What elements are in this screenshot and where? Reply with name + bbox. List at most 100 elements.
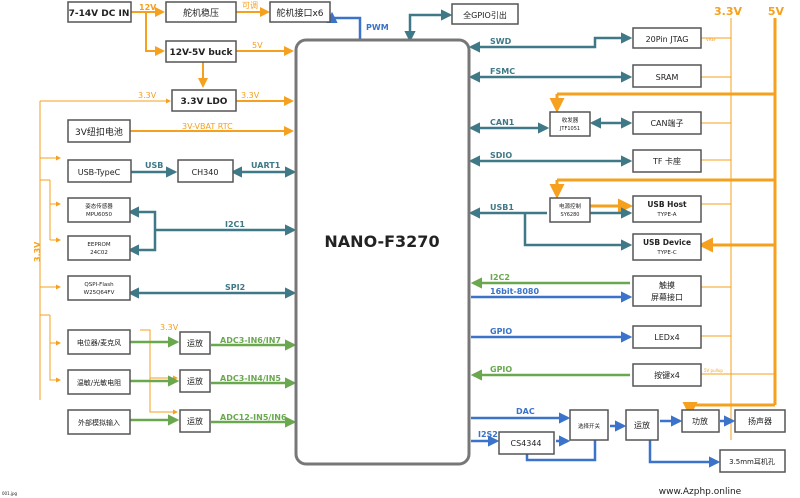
- power-blocks: 7-14V DC IN 舵机稳压 舵机接口x6 12V-5V buck 3.3V…: [67, 1, 331, 143]
- usb-label: USB: [145, 161, 163, 170]
- jack-label: 3.5mm耳机孔: [729, 457, 775, 466]
- left-peripherals: USB-TypeC USB CH340 UART1 姿态传感器 MPU6050 …: [33, 159, 287, 435]
- codec-box: [498, 431, 555, 455]
- led-box: [632, 325, 702, 349]
- teal-bus-wiring: [127, 9, 633, 299]
- jtag-label: 20Pin JTAG: [646, 35, 689, 44]
- opamp-2-box: [179, 369, 211, 393]
- label-12v: 12V: [139, 3, 157, 12]
- ext-box: [67, 409, 131, 435]
- version-note: 001.jpg: [2, 491, 18, 496]
- switch-label: 选择开关: [578, 422, 601, 430]
- gpio-all-box: [451, 3, 519, 25]
- eeprom-line2: 24C02: [90, 250, 108, 256]
- supply-33v-label: 3.3V: [714, 5, 742, 18]
- speaker-box: [734, 409, 786, 433]
- jtag-note: VREF: [706, 37, 717, 42]
- transceiver-line2: JTF1051: [559, 126, 580, 132]
- tf-label: TF 卡座: [652, 156, 681, 166]
- usb-typec-box: [67, 159, 132, 183]
- supply-5v-label: 5V: [768, 5, 785, 18]
- can-port-label: CAN端子: [650, 118, 683, 128]
- servo-reg-box: [165, 1, 237, 23]
- transceiver-line1: 收发器: [562, 116, 579, 124]
- speaker-label: 扬声器: [748, 416, 772, 426]
- usb-host-box: [632, 195, 702, 223]
- dc-in-box: [67, 1, 132, 23]
- opamp-3-label: 运放: [187, 416, 203, 426]
- power-amp-label: 功放: [692, 416, 708, 426]
- mcu-box: [294, 38, 471, 466]
- watermark: www.Azphp.online: [659, 487, 742, 497]
- opamp-3-box: [179, 409, 211, 433]
- opamp-33v-label: 3.3V: [160, 323, 179, 332]
- gpio-key-label: GPIO: [490, 365, 512, 374]
- can-port-box: [632, 111, 702, 135]
- label-33v-out: 3.3V: [241, 91, 260, 100]
- label-33v-in: 3.3V: [138, 91, 157, 100]
- usb-typec-label: USB-TypeC: [78, 168, 121, 177]
- label-5v: 5V: [252, 41, 263, 50]
- usb-device-line1: USB Device: [643, 238, 691, 247]
- servo-port-box: [269, 1, 331, 23]
- ldo-box: [171, 89, 237, 112]
- pot-box: [67, 329, 131, 355]
- sram-label: SRAM: [656, 73, 679, 82]
- tf-box: [632, 149, 702, 173]
- touch-line2: 屏幕接口: [651, 292, 683, 302]
- eeprom-line1: EEPROM: [87, 242, 110, 248]
- imu-box: [67, 197, 131, 223]
- flash-line1: QSPI-Flash: [84, 282, 114, 288]
- uart1-label: UART1: [251, 161, 281, 170]
- power-amp-box: [681, 409, 720, 433]
- usb1-label: USB1: [490, 203, 514, 212]
- label-adj: 可调: [242, 1, 258, 10]
- green-wiring: [130, 277, 630, 428]
- spi2-label: SPI2: [225, 283, 245, 292]
- servo-port-label: 舵机接口x6: [276, 7, 323, 19]
- servo-reg-label: 舵机稳压: [183, 7, 219, 19]
- right-peripherals: SWD 20Pin JTAG VREF FSMC SRAM CAN1 收发器 J…: [478, 27, 786, 473]
- dac-label: DAC: [516, 407, 535, 416]
- label-vbat: 3V-VBAT RTC: [182, 122, 233, 131]
- adc1-label: ADC3-IN6/IN7: [220, 336, 281, 345]
- ext-label: 外部模拟输入: [78, 418, 120, 427]
- flash-box: [67, 275, 131, 301]
- swd-label: SWD: [490, 37, 512, 46]
- i2c2-label: I2C2: [490, 273, 510, 282]
- codec-label: CS4344: [510, 439, 541, 448]
- rail-33v-label: 3.3V: [33, 241, 42, 262]
- bus-8080-label: 16bit-8080: [490, 287, 539, 296]
- flash-line2: W25Q64FV: [84, 290, 115, 296]
- imu-line2: MPU6050: [86, 212, 113, 218]
- sdio-label: SDIO: [490, 151, 512, 160]
- fsmc-label: FSMC: [490, 67, 515, 76]
- usb-device-box: [632, 233, 702, 261]
- i2c1-label: I2C1: [225, 220, 245, 229]
- switch-box: [569, 409, 609, 441]
- jack-box: [719, 449, 786, 473]
- ch340-box: [177, 159, 234, 183]
- ntc-label: 温敏/光敏电阻: [77, 378, 121, 387]
- i2s2-label: I2S2: [478, 430, 498, 439]
- blue-wiring: [326, 11, 736, 468]
- usb-device-line2: TYPE-C: [656, 250, 676, 256]
- pwm-label: PWM: [366, 23, 389, 32]
- battery-label: 3V纽扣电池: [75, 126, 123, 138]
- usb-host-line2: TYPE-A: [656, 212, 676, 218]
- led-label: LEDx4: [654, 333, 680, 342]
- adc3-label: ADC12-IN5/IN6: [220, 413, 287, 422]
- battery-box: [67, 119, 131, 143]
- ntc-box: [67, 369, 131, 395]
- mcu-label: NANO-F3270: [324, 232, 439, 251]
- gpio-all-label: 全GPIO引出: [463, 10, 507, 20]
- pot-label: 电位器/麦克风: [77, 338, 121, 347]
- pwr-ctrl-line2: SY6280: [561, 212, 580, 218]
- buck-box: [165, 40, 237, 63]
- sram-box: [632, 64, 702, 88]
- opamp-out-box: [625, 409, 659, 441]
- key-box: [632, 363, 702, 387]
- ldo-label: 3.3V LDO: [181, 97, 228, 107]
- pwr-ctrl-box: [549, 197, 591, 223]
